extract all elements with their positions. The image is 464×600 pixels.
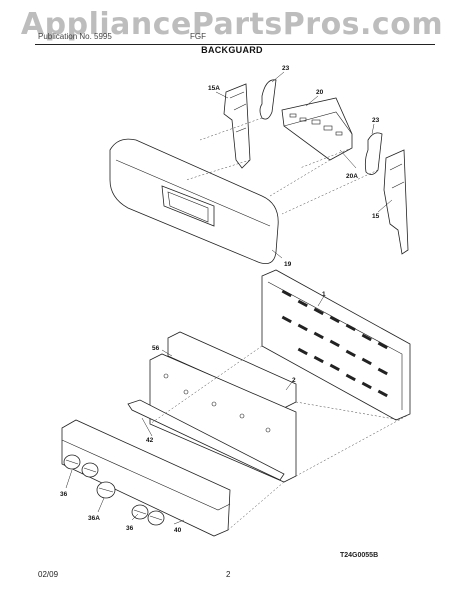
- header-rule: [35, 44, 435, 45]
- header-model: FGF: [190, 32, 206, 41]
- callout-36-left: 36: [60, 491, 68, 498]
- callout-15: 15: [372, 213, 380, 220]
- part-23-clip-right[interactable]: [364, 132, 383, 175]
- callout-19: 19: [284, 261, 292, 268]
- part-19-backguard-panel[interactable]: [109, 138, 279, 265]
- callout-1: 1: [322, 291, 326, 298]
- part-42-trim[interactable]: [127, 399, 285, 481]
- callout-20A: 20A: [346, 173, 358, 180]
- knob-36-a[interactable]: [63, 454, 81, 470]
- part-15a-bracket[interactable]: [223, 83, 251, 169]
- knob-36-b[interactable]: [81, 462, 99, 478]
- watermark-logo: AppliancePartsPros.com: [20, 7, 444, 42]
- callout-36A: 36A: [88, 515, 100, 522]
- knob-36-c[interactable]: [131, 504, 149, 520]
- callout-36-right: 36: [126, 525, 134, 532]
- knob-36A[interactable]: [96, 481, 116, 499]
- diagram-id: T24G0055B: [340, 552, 379, 559]
- part-20-control-board[interactable]: [281, 97, 353, 161]
- callout-40: 40: [174, 527, 182, 534]
- callout-15A: 15A: [208, 85, 220, 92]
- callout-23-right: 23: [372, 117, 380, 124]
- part-23-clip-left[interactable]: [259, 79, 277, 120]
- callout-23-left: 23: [282, 65, 290, 72]
- callout-20: 20: [316, 89, 324, 96]
- callout-56: 56: [152, 345, 160, 352]
- footer-page-number: 2: [226, 570, 231, 579]
- knob-36-d[interactable]: [147, 510, 165, 526]
- callout-2: 2: [292, 377, 296, 384]
- callout-42: 42: [146, 437, 154, 444]
- section-title: BACKGUARD: [201, 45, 263, 55]
- header-publication: Publication No. 5995: [38, 32, 112, 41]
- footer-date: 02/09: [38, 570, 59, 579]
- part-15-bracket[interactable]: [383, 149, 409, 255]
